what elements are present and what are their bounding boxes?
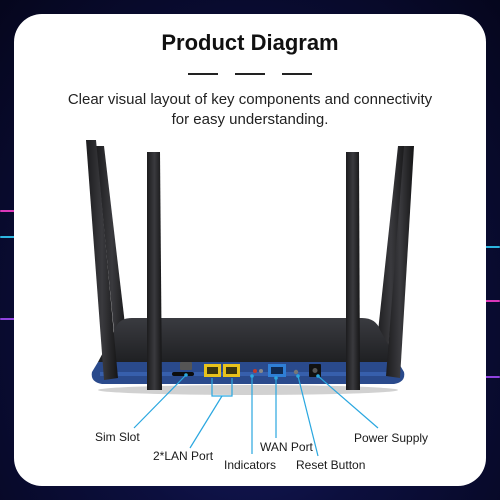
neon-streak [478,300,500,302]
leader-dot [316,374,320,378]
antenna-icon [386,146,414,378]
label-power-supply: Power Supply [354,431,429,445]
sim-slot [172,362,194,376]
leader-dot [250,374,254,378]
router-body [91,318,405,395]
neon-streak [476,246,500,248]
subtitle-line-2: for easy understanding. [171,111,329,128]
wan-port [268,364,286,377]
page-title: Product Diagram [161,30,339,55]
sim-slot-leader [133,374,187,429]
leader-dot [184,373,188,377]
antenna-icon [346,152,360,390]
label-lan-port: 2*LAN Port [153,449,214,463]
title-divider [188,73,218,75]
reset-button-leader [297,375,319,457]
label-indicators: Indicators [224,458,277,472]
antenna-icon [86,140,118,380]
lan-port [223,364,240,377]
power-supply-leader [317,375,379,429]
neon-streak [0,318,26,320]
antenna-icon [376,146,406,352]
label-reset-button: Reset Button [296,458,366,472]
indicator-lights [253,369,263,373]
label-sim-slot: Sim Slot [95,430,140,444]
title-divider [282,73,312,75]
subtitle-line-1: Clear visual layout of key components an… [67,91,433,108]
title-divider [235,73,265,75]
reset-button [293,369,299,375]
antenna-icon [96,146,128,352]
lan-port-leader [189,395,223,449]
label-wan-port: WAN Port [260,440,313,454]
neon-streak [0,236,18,238]
power-jack [309,364,321,377]
page-subtitle: Clear visual layout of key components an… [30,90,470,130]
leader-dot [274,376,278,380]
leader-dot [296,374,300,378]
lan-port [204,364,221,377]
antenna-icon [147,152,162,390]
